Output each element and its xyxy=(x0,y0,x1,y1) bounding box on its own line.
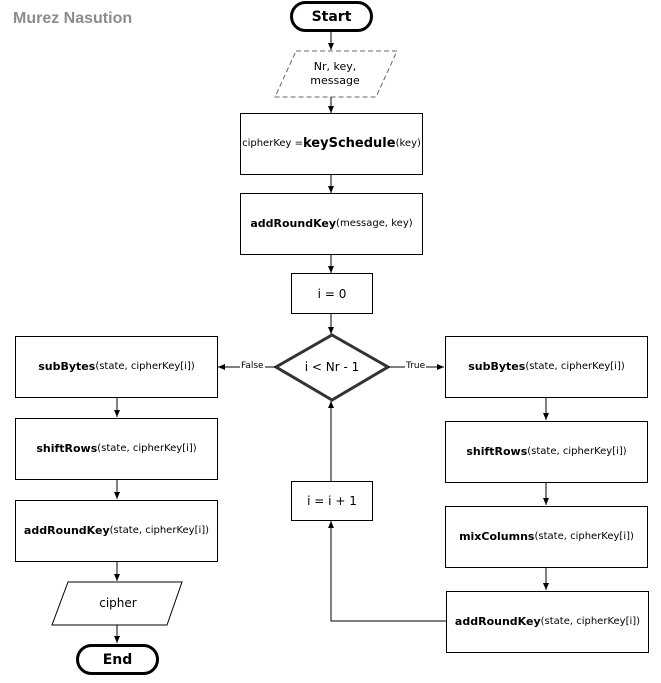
left-add-round-key-node: addRoundKey(state, cipherKey[i]) xyxy=(15,500,218,562)
input-node: Nr, key, message xyxy=(285,56,385,92)
right-shift-rows-node: shiftRows(state, cipherKey[i]) xyxy=(445,421,648,483)
input-line1: Nr, key, xyxy=(313,60,357,73)
add-round-key-init-node: addRoundKey(message, key) xyxy=(240,193,423,255)
end-label: End xyxy=(102,651,133,668)
key-schedule-args: (key) xyxy=(395,138,421,149)
left-sub-bytes-args: (state, cipherKey[i]) xyxy=(95,361,195,372)
decision-shape xyxy=(273,333,391,402)
right-shift-rows-args: (state, cipherKey[i]) xyxy=(527,446,627,457)
left-shift-rows-args: (state, cipherKey[i]) xyxy=(97,443,197,454)
start-terminal: Start xyxy=(290,1,373,32)
right-shift-rows-fn: shiftRows xyxy=(466,445,528,458)
end-terminal: End xyxy=(76,644,159,675)
author-label: Murez Nasution xyxy=(13,10,133,27)
right-sub-bytes-node: subBytes(state, cipherKey[i]) xyxy=(445,336,648,398)
init-i-node: i = 0 xyxy=(291,273,373,314)
increment-node: i = i + 1 xyxy=(291,481,373,521)
left-add-round-key-fn: addRoundKey xyxy=(23,524,110,537)
output-label: cipher xyxy=(99,596,137,610)
left-shift-rows-fn: shiftRows xyxy=(36,442,98,455)
add-round-key-init-args: (message, key) xyxy=(336,218,413,229)
decision-node: i < Nr - 1 xyxy=(286,357,378,377)
right-add-round-key-fn: addRoundKey xyxy=(454,615,541,628)
edge-loop-to-increment xyxy=(328,521,446,622)
input-shape xyxy=(274,50,398,98)
add-round-key-init-fn: addRoundKey xyxy=(250,217,337,230)
key-schedule-fn: keySchedule xyxy=(303,136,396,151)
key-schedule-lhs: cipherKey = xyxy=(242,138,304,149)
false-edge-label: False xyxy=(240,361,265,371)
decision-label: i < Nr - 1 xyxy=(304,360,360,374)
true-edge-label: True xyxy=(405,361,427,371)
right-sub-bytes-args: (state, cipherKey[i]) xyxy=(525,361,625,372)
left-sub-bytes-node: subBytes(state, cipherKey[i]) xyxy=(15,336,218,398)
input-line2: message xyxy=(310,74,360,87)
right-add-round-key-node: addRoundKey(state, cipherKey[i]) xyxy=(446,591,649,653)
right-sub-bytes-fn: subBytes xyxy=(468,360,526,373)
left-add-round-key-args: (state, cipherKey[i]) xyxy=(109,525,210,536)
left-sub-bytes-fn: subBytes xyxy=(38,360,96,373)
start-label: Start xyxy=(311,8,352,25)
right-add-round-key-args: (state, cipherKey[i]) xyxy=(540,616,641,627)
left-shift-rows-node: shiftRows(state, cipherKey[i]) xyxy=(15,418,218,480)
init-i-label: i = 0 xyxy=(317,286,347,301)
output-node: cipher xyxy=(60,592,176,614)
right-mix-columns-fn: mixColumns xyxy=(459,530,535,543)
increment-label: i = i + 1 xyxy=(307,494,357,508)
right-mix-columns-args: (state, cipherKey[i]) xyxy=(534,531,634,542)
key-schedule-node: cipherKey = keySchedule(key) xyxy=(240,113,423,175)
right-mix-columns-node: mixColumns(state, cipherKey[i]) xyxy=(445,506,648,568)
output-shape xyxy=(51,581,183,626)
